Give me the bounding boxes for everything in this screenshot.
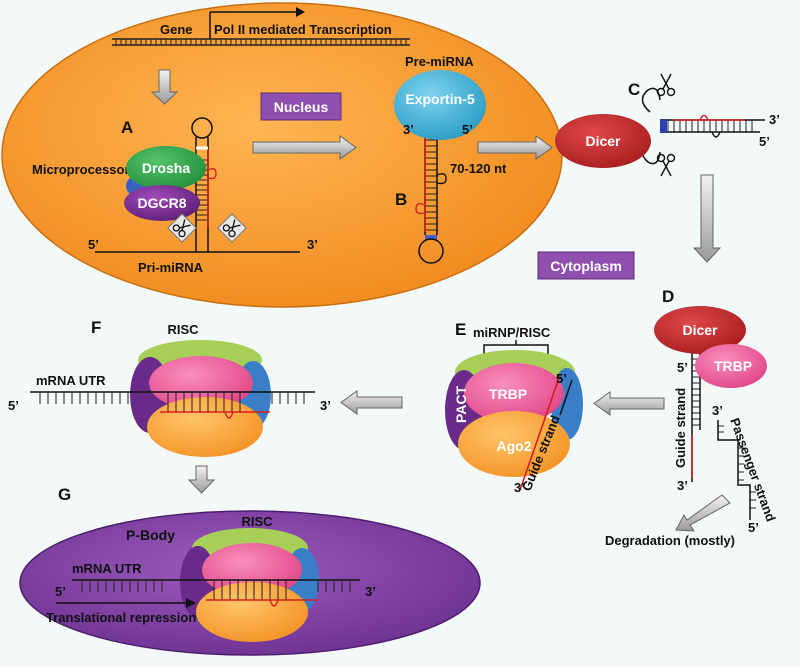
duplex-3prime-guide: 3’ [677, 478, 688, 493]
mrna-g-5prime: 5’ [55, 584, 66, 599]
microprocessor-label: Microprocessor [32, 162, 130, 177]
pre-mirna-length-label: 70-120 nt [450, 161, 507, 176]
nucleus-label: Nucleus [274, 99, 329, 115]
drosha-cleavage-scissors-icon-right [217, 213, 247, 243]
dgcr8-protein [124, 185, 200, 221]
step-c-label: C [628, 80, 640, 99]
pri-mirna-5prime: 5’ [88, 237, 99, 252]
drosha-protein [126, 146, 206, 190]
risc-complex-g [180, 528, 319, 642]
mrna-f-3prime: 3’ [320, 398, 331, 413]
degradation-label: Degradation (mostly) [605, 533, 735, 548]
dicer-protein-c [555, 114, 651, 168]
mrna-g-3prime: 3’ [365, 584, 376, 599]
ago2-label-e: Ago2 [497, 438, 532, 454]
pre-mirna-3prime: 3’ [403, 122, 414, 137]
pri-mirna-3prime: 3’ [307, 237, 318, 252]
pri-mirna-hairpin [191, 117, 217, 230]
gene-label: Gene [160, 22, 193, 37]
nucleus-label-box: Nucleus [260, 92, 342, 121]
exportin-5-label: Exportin-5 [405, 91, 474, 107]
pre-mirna-label: Pre-miRNA [405, 54, 474, 69]
transcription-label: Pol II mediated Transcription [214, 22, 392, 37]
translational-repression-label: Translational repression [46, 610, 196, 625]
trbp-label-d: TRBP [714, 358, 752, 374]
dicer-cleavage-scissors-icon-top [656, 73, 676, 97]
gene-to-primirna-arrow [150, 69, 179, 105]
risc-to-pbody-arrow [187, 465, 216, 494]
risc-to-target-arrow [340, 390, 403, 415]
cytoplasm-label: Cytoplasm [550, 258, 622, 274]
mirnp-risc-label: miRNP/RISC [473, 325, 551, 340]
risc-e-5prime: 5’ [556, 371, 567, 386]
step-f-label: F [91, 318, 101, 337]
exportin-5-protein [394, 70, 486, 140]
degradation-arrow [675, 494, 731, 532]
risc-complex-e [445, 350, 583, 491]
step-e-label: E [455, 320, 466, 339]
duplex-to-risc-arrow [593, 391, 665, 416]
trbp-label-e: TRBP [489, 386, 527, 402]
drosha-label: Drosha [142, 160, 190, 176]
premirna-to-dicer-arrow [477, 135, 553, 160]
duplex-5prime: 5’ [677, 360, 688, 375]
mrna-utr-label-f: mRNA UTR [36, 373, 106, 388]
step-d-label: D [662, 287, 674, 306]
pre-mirna-hairpin [415, 125, 447, 264]
step-a-label: A [121, 118, 133, 137]
step-g-label: G [58, 485, 71, 504]
gene-dna [112, 38, 410, 46]
primirna-to-premirna-arrow [252, 135, 357, 160]
dicer-cleavage-scissors-icon-bottom [656, 153, 676, 177]
trbp-protein-d [695, 344, 767, 388]
dicer-processing-hairpin [641, 87, 765, 165]
dicer-label-c: Dicer [585, 133, 621, 149]
dicer-label-d: Dicer [682, 322, 718, 338]
dicer-c-3prime: 3’ [769, 112, 780, 127]
p-body-label: P-Body [126, 527, 175, 543]
transcription-start-arrow [209, 7, 305, 39]
nucleus [1, 2, 563, 308]
dgcr8-label: DGCR8 [137, 195, 186, 211]
mrna-utr-f [30, 391, 315, 419]
mrna-utr-g [72, 579, 360, 607]
pre-mirna-5prime: 5’ [462, 122, 473, 137]
mrna-utr-label-g: mRNA UTR [72, 561, 142, 576]
pact-label: PACT [453, 385, 469, 423]
duplex-5prime-passenger: 5’ [748, 520, 759, 535]
duplex-3prime-passenger: 3’ [712, 403, 723, 418]
dicer-c-5prime: 5’ [759, 134, 770, 149]
dicer-to-duplex-arrow [692, 174, 722, 263]
risc-label-f: RISC [167, 322, 199, 337]
pri-mirna-label: Pri-miRNA [138, 260, 204, 275]
trbp-protein-e [464, 363, 564, 423]
guide-strand-label-d: Guide strand [673, 388, 688, 468]
step-b-label: B [395, 190, 407, 209]
mirnp-risc-bracket [483, 340, 549, 356]
cytoplasm-label-box: Cytoplasm [537, 251, 635, 280]
drosha-cleavage-scissors-icon-left [167, 213, 197, 243]
passenger-strand-label: Passenger strand [727, 416, 778, 524]
risc-e-3prime: 3’ [514, 480, 525, 495]
dicer-protein-d [654, 306, 746, 354]
mrna-f-5prime: 5’ [8, 398, 19, 413]
translational-repression-arrow [56, 598, 196, 608]
risc-label-g: RISC [241, 514, 273, 529]
